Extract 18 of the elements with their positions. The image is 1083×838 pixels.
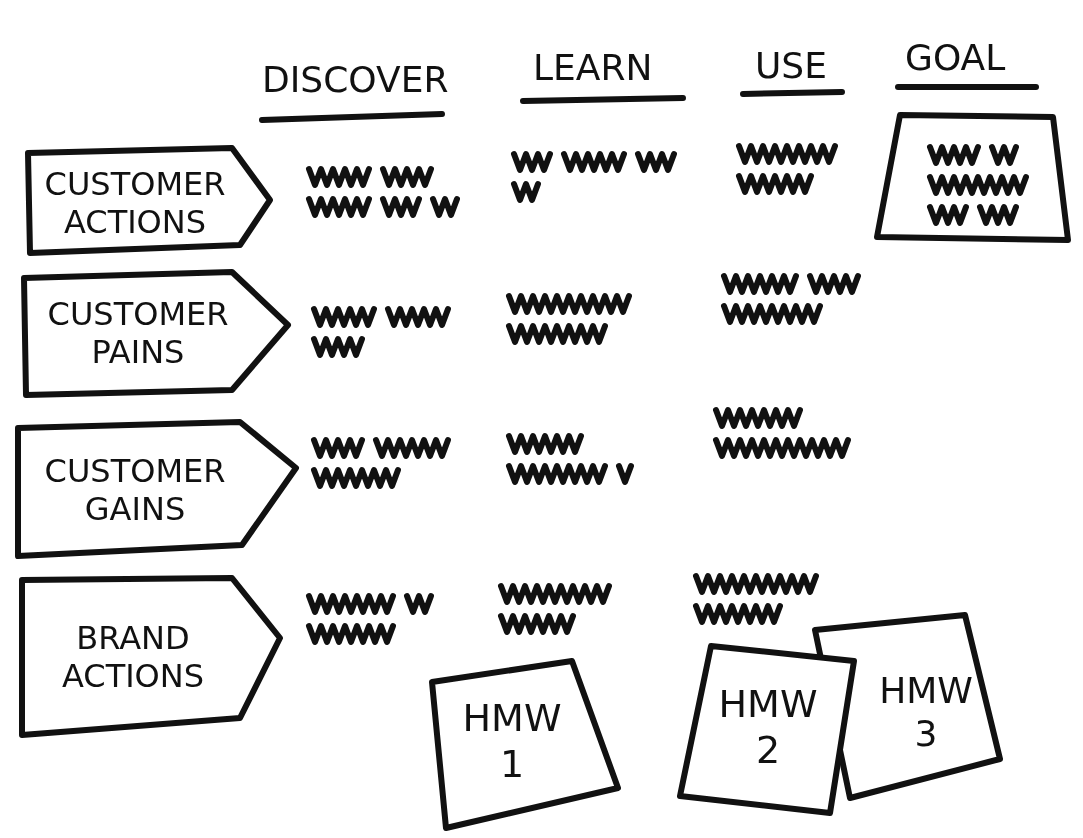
tag-label: CUSTOMER PAINS — [47, 294, 229, 372]
arrow-tag — [18, 574, 284, 739]
column-header: LEARN — [533, 48, 653, 88]
column-header: GOAL — [905, 38, 1006, 78]
arrow-tag — [24, 144, 274, 257]
column-header: USE — [755, 46, 827, 86]
tag-label: BRAND ACTIONS — [61, 618, 205, 696]
tag-label: CUSTOMER GAINS — [44, 451, 226, 529]
column-header: DISCOVER — [262, 60, 449, 100]
arrow-tag — [20, 268, 292, 399]
note-label: HMW 2 — [718, 682, 818, 774]
tag-label: CUSTOMER ACTIONS — [44, 164, 226, 242]
note-label: HMW 1 — [462, 696, 562, 788]
sticky-note — [873, 111, 1072, 244]
sticky-note — [676, 642, 858, 817]
arrow-tag — [14, 418, 300, 560]
sticky-note — [428, 657, 622, 832]
note-label: HMW 3 — [879, 668, 973, 756]
